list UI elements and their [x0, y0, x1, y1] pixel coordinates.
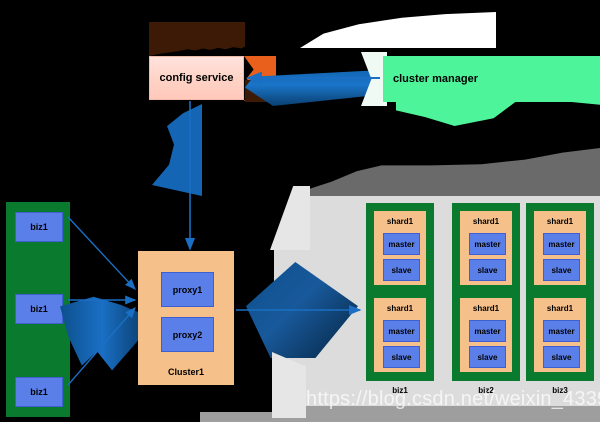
storage-column-label: biz2 [478, 386, 494, 395]
master-node[interactable]: master [543, 320, 580, 342]
shard-title: shard1 [386, 217, 414, 226]
shard-box[interactable]: shard1 master slave [460, 211, 512, 285]
biz-node[interactable]: biz1 [15, 212, 63, 242]
slave-node-label: slave [551, 352, 572, 362]
biz-node-label: biz1 [30, 222, 48, 232]
slave-node-label: slave [477, 265, 498, 275]
storage-column-label: biz1 [392, 386, 408, 395]
proxy-node[interactable]: proxy1 [161, 272, 214, 307]
biz-group-container: biz1 biz1 biz1 [6, 202, 70, 417]
shard-title: shard1 [386, 304, 414, 313]
cluster-manager-node[interactable]: cluster manager [383, 56, 600, 102]
slave-node[interactable]: slave [543, 259, 580, 281]
biz-node[interactable]: biz1 [15, 294, 63, 324]
slave-node[interactable]: slave [383, 259, 420, 281]
panel-foot-bar-lower [200, 412, 600, 422]
shard-box[interactable]: shard1 master slave [374, 298, 426, 372]
master-node-label: master [548, 326, 575, 336]
panel-foot-bar [274, 406, 600, 416]
slave-node[interactable]: slave [469, 346, 506, 368]
slave-node-label: slave [477, 352, 498, 362]
storage-column-label: biz3 [552, 386, 568, 395]
slave-node[interactable]: slave [543, 346, 580, 368]
master-node-label: master [474, 239, 501, 249]
biz-node[interactable]: biz1 [15, 377, 63, 407]
master-node[interactable]: master [383, 320, 420, 342]
shard-title: shard1 [472, 304, 500, 313]
cluster1-label: Cluster1 [167, 367, 204, 377]
connector-biz3-to-cluster [67, 306, 136, 386]
proxy-node-label: proxy2 [172, 329, 203, 340]
config-service-node[interactable]: config service [149, 56, 244, 100]
biz-node-label: biz1 [30, 304, 48, 314]
shard-box[interactable]: shard1 master slave [374, 211, 426, 285]
slave-node-label: slave [391, 265, 412, 275]
storage-column: shard1 master slave shard1 master slave [452, 203, 520, 381]
shard-box[interactable]: shard1 master slave [534, 298, 586, 372]
biz-node-label: biz1 [30, 387, 48, 397]
shard-box[interactable]: shard1 master slave [460, 298, 512, 372]
storage-column: shard1 master slave shard1 master slave [526, 203, 594, 381]
storage-column: shard1 master slave shard1 master slave [366, 203, 434, 381]
master-node-label: master [548, 239, 575, 249]
glitch-artifact-green-right [516, 96, 600, 105]
config-service-label: config service [159, 72, 234, 84]
slave-node-label: slave [551, 265, 572, 275]
watermark-text: https://blog.csdn.net/weixin_43392489 [306, 388, 600, 410]
slave-node-label: slave [391, 352, 412, 362]
shard-title: shard1 [546, 304, 574, 313]
master-node-label: master [474, 326, 501, 336]
shard-title: shard1 [472, 217, 500, 226]
slave-node[interactable]: slave [383, 346, 420, 368]
proxy-node[interactable]: proxy2 [161, 317, 214, 352]
master-node[interactable]: master [469, 233, 506, 255]
proxy-node-label: proxy1 [172, 284, 203, 295]
master-node[interactable]: master [469, 320, 506, 342]
connector-biz1-to-cluster [67, 216, 136, 291]
master-node[interactable]: master [543, 233, 580, 255]
cluster1-node[interactable]: proxy1 proxy2 Cluster1 [138, 251, 234, 385]
shard-box[interactable]: shard1 master slave [534, 211, 586, 285]
master-node-label: master [388, 326, 415, 336]
cluster-manager-label: cluster manager [393, 73, 478, 85]
master-node[interactable]: master [383, 233, 420, 255]
slave-node[interactable]: slave [469, 259, 506, 281]
shard-title: shard1 [546, 217, 574, 226]
master-node-label: master [388, 239, 415, 249]
